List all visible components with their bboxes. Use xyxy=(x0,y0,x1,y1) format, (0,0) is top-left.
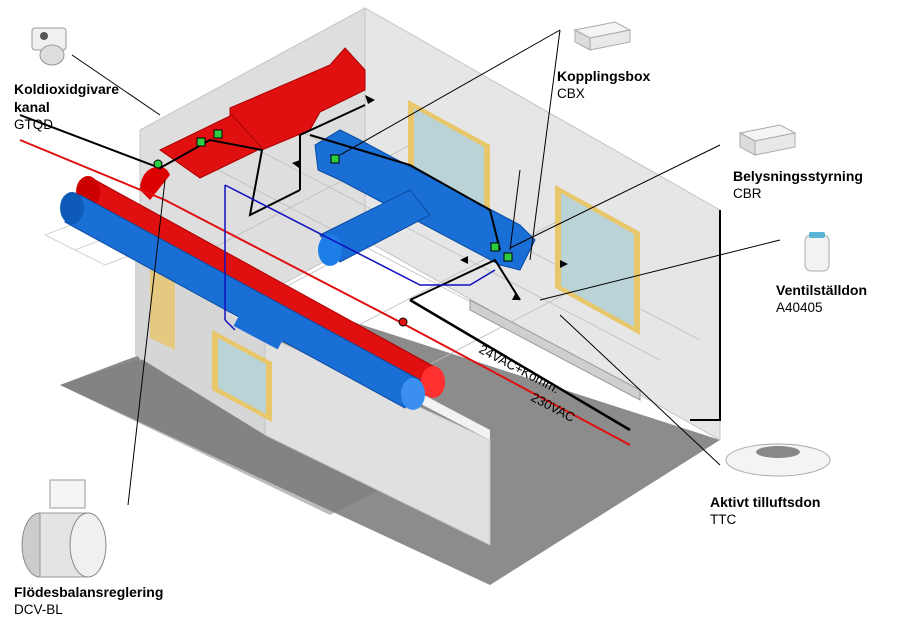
label-cbr: Belysningsstyrning CBR xyxy=(733,167,863,203)
co2-sensor-thumbnail xyxy=(31,27,67,66)
signal-wire xyxy=(224,184,496,331)
control-wires xyxy=(19,29,721,432)
dcv-thumbnail xyxy=(21,479,107,578)
label-cbx: Kopplingsbox CBX xyxy=(557,67,650,103)
label-co2-title-2: kanal xyxy=(14,99,50,115)
mains-wires xyxy=(19,139,631,446)
flow-arrows xyxy=(292,95,568,300)
label-ttc-code: TTC xyxy=(710,512,737,527)
connectors xyxy=(153,129,513,327)
label-cbr-code: CBR xyxy=(733,186,762,201)
label-actuator-title: Ventilställdon xyxy=(776,282,868,298)
cbx-thumbnail xyxy=(573,21,632,51)
label-dcv-title: Flödesbalansreglering xyxy=(14,584,164,600)
label-ttc: Aktivt tilluftsdon TTC xyxy=(710,493,820,529)
label-co2-title-1: Koldioxidgivare xyxy=(14,81,120,97)
label-co2-code: GTQD xyxy=(14,117,53,132)
ttc-thumbnail xyxy=(725,443,831,477)
label-actuator-code: A40405 xyxy=(776,300,823,315)
window-front xyxy=(212,330,272,422)
label-cbr-title: Belysningsstyrning xyxy=(733,168,863,184)
label-actuator: Ventilställdon A40405 xyxy=(776,281,867,317)
exhaust-duct-lower xyxy=(60,192,425,410)
exhaust-duct-upper xyxy=(314,129,536,271)
label-ttc-title: Aktivt tilluftsdon xyxy=(710,494,821,510)
floor-shadow xyxy=(60,355,420,515)
label-dcv-code: DCV-BL xyxy=(14,602,63,617)
actuator-thumbnail xyxy=(804,232,830,272)
window-2 xyxy=(555,185,640,335)
radiator xyxy=(469,299,641,401)
window-front-left xyxy=(150,265,175,350)
cbr-thumbnail xyxy=(738,124,797,156)
label-co2-sensor: Koldioxidgivare kanal GTQD xyxy=(14,80,119,134)
label-cbx-code: CBX xyxy=(557,86,585,101)
leader-lines xyxy=(71,29,781,506)
label-cbx-title: Kopplingsbox xyxy=(557,68,651,84)
supply-duct-upper xyxy=(140,47,366,200)
label-dcv: Flödesbalansreglering DCV-BL xyxy=(14,583,163,619)
